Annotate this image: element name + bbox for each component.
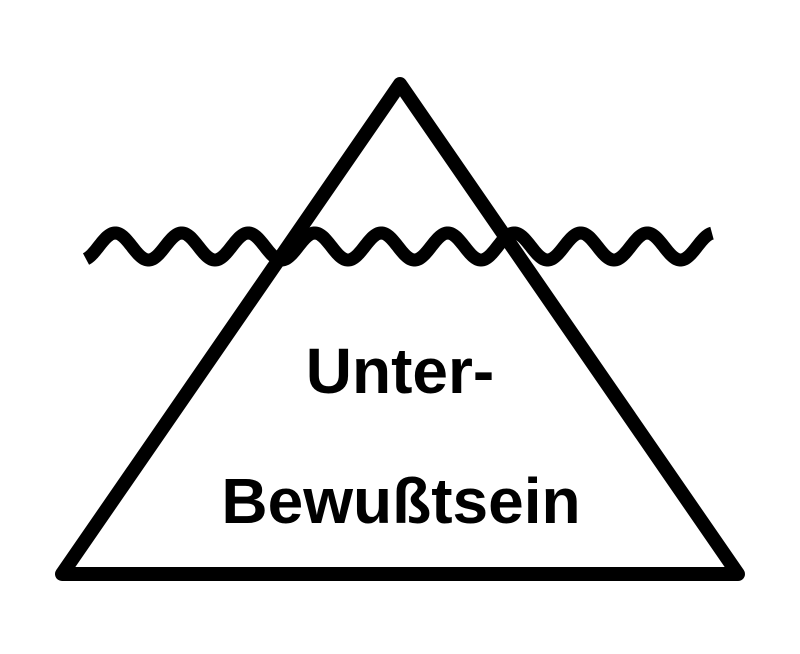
label-line-2: Bewußtsein <box>221 465 580 537</box>
label-line-1: Unter- <box>306 335 494 407</box>
iceberg-triangle <box>55 77 745 581</box>
water-surface-wave <box>82 226 714 267</box>
